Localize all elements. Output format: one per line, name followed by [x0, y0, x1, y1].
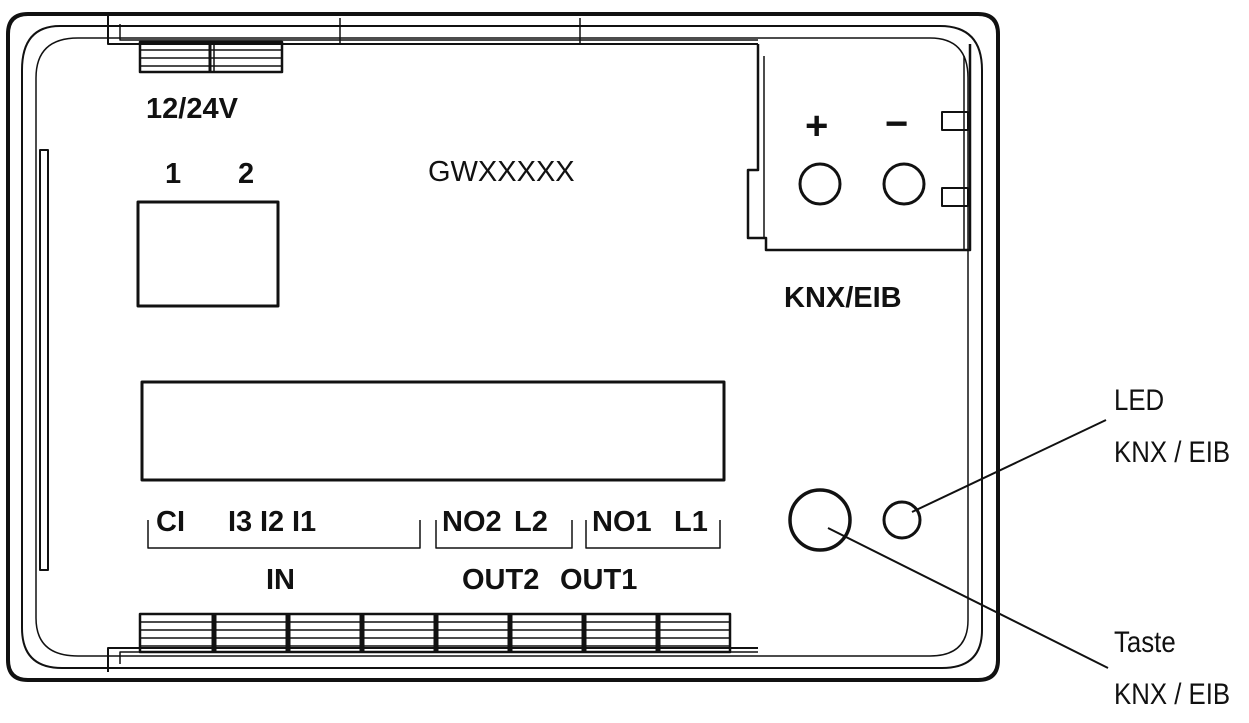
knx-connector-housing [746, 44, 972, 252]
knx-led [882, 500, 922, 540]
led-callout-line2: KNX / EIB [1114, 436, 1231, 469]
terminal-label-i3: I3 [228, 506, 253, 538]
button-callout-line2: KNX / EIB [1114, 678, 1231, 711]
knx-plus-pin [798, 162, 842, 206]
housing-rim [35, 37, 969, 657]
terminal-label-no1: NO1 [592, 506, 652, 538]
knx-minus-sign: − [885, 102, 909, 146]
power-terminal-block [138, 40, 284, 74]
terminal-label-l2: L2 [514, 506, 548, 538]
terminal-label-no2: NO2 [442, 506, 502, 538]
group-label-out1: OUT1 [560, 564, 638, 596]
knx-minus-pin [882, 162, 926, 206]
jumper-label-2: 2 [238, 158, 255, 190]
selector-switch [136, 200, 280, 308]
jumper-label-1: 1 [165, 158, 182, 190]
bottom-rail [107, 647, 758, 672]
bracket-in [147, 520, 421, 549]
io-terminal-block [138, 612, 732, 654]
led-callout-line1: LED [1114, 384, 1165, 417]
terminal-label-ci: CI [156, 506, 185, 538]
led-leader-line [911, 419, 1107, 513]
terminal-label-i1: I1 [292, 506, 317, 538]
group-label-out2: OUT2 [462, 564, 540, 596]
top-rail [107, 16, 758, 45]
bus-label: KNX/EIB [784, 282, 902, 314]
terminal-label-i2: I2 [260, 506, 285, 538]
model-label: GWXXXXX [428, 156, 575, 188]
housing-inner [21, 25, 983, 669]
knx-programming-button [788, 488, 852, 552]
bracket-out1 [585, 520, 721, 549]
terminal-label-l1: L1 [674, 506, 708, 538]
knx-plus-sign: + [805, 104, 829, 148]
button-callout-line1: Taste [1114, 626, 1176, 659]
power-label: 12/24V [146, 93, 238, 125]
label-window [140, 380, 726, 482]
group-label-in: IN [266, 564, 295, 596]
left-rail [39, 149, 49, 571]
button-leader-line [827, 527, 1109, 669]
bracket-out2 [435, 520, 573, 549]
housing-outer [6, 12, 1000, 682]
